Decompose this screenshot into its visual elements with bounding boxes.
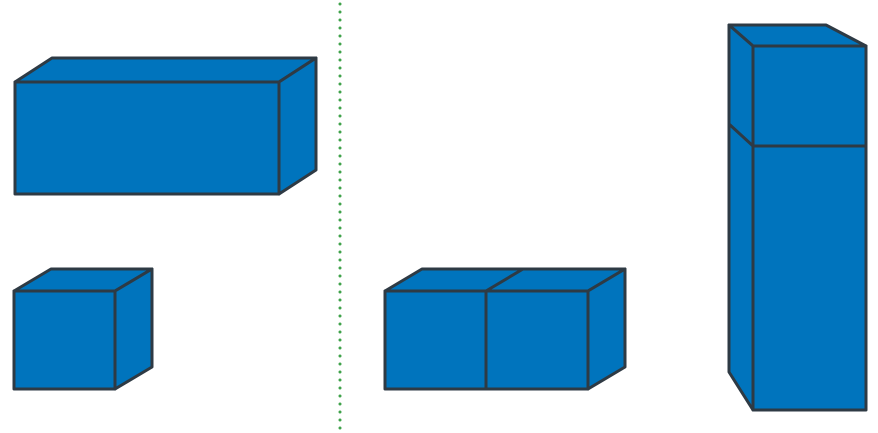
long-cuboid-front-face <box>13 80 281 196</box>
two-cubes-side-by-side <box>383 267 627 391</box>
unit-cube <box>12 267 154 391</box>
left-group <box>12 56 318 391</box>
tower-side-divider <box>727 122 755 148</box>
tower-front-face <box>751 44 868 412</box>
cube-pair-top-divider <box>485 267 524 293</box>
long-cuboid-side-face <box>277 56 318 196</box>
unit-cube-side-face <box>113 267 154 391</box>
long-cuboid <box>13 56 318 196</box>
long-cuboid-top-face <box>13 56 318 84</box>
right-group <box>383 23 868 412</box>
unit-cube-front-face <box>12 289 117 391</box>
cube-pair-side-face <box>586 267 627 391</box>
tall-tower-of-cubes <box>727 23 868 412</box>
tower-side-face <box>727 23 755 412</box>
